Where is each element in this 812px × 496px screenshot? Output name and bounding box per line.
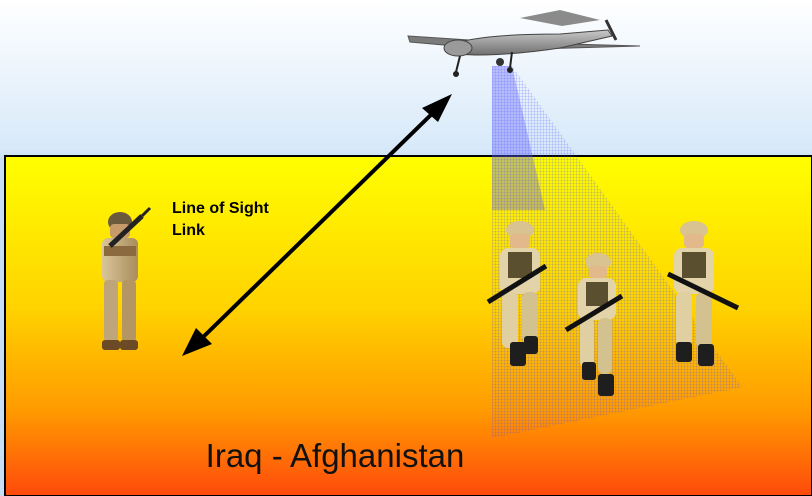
uav-drone-icon [407, 10, 641, 77]
soldier-group-icon [486, 221, 740, 396]
line-of-sight-label: Line of Sight Link [172, 200, 269, 239]
soldier-3-icon [666, 221, 740, 366]
region-title: Iraq - Afghanistan [205, 437, 465, 474]
line-of-sight-arrow [182, 94, 452, 356]
soldier-1-icon [486, 221, 548, 366]
soldier-2-icon [564, 253, 624, 396]
soldier-left-icon [102, 206, 152, 350]
